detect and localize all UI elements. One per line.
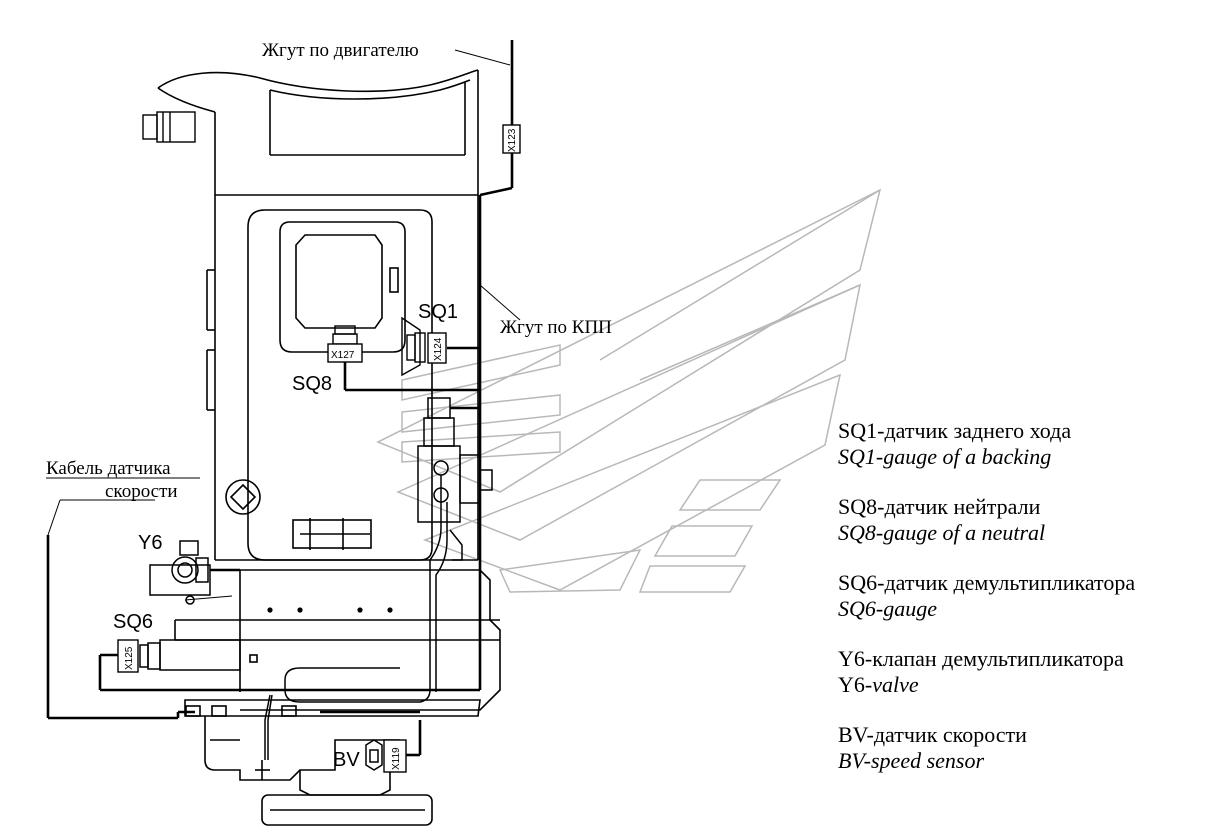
legend: SQ1-датчик заднего хода SQ1-gauge of a b… bbox=[838, 418, 1223, 798]
sq6-sensor bbox=[139, 639, 241, 671]
speed-cable-label-line1: Кабель датчика bbox=[46, 458, 171, 479]
sq1-sensor bbox=[401, 316, 426, 377]
legend-sq1-ru: SQ1-датчик заднего хода bbox=[838, 418, 1072, 443]
bv-sensor bbox=[365, 739, 383, 771]
engine-plug bbox=[142, 111, 196, 143]
sq1-label: SQ1 bbox=[418, 301, 458, 323]
sq8-label: SQ8 bbox=[292, 373, 332, 395]
speed-cable-label-line2: скорости bbox=[105, 481, 178, 502]
connector-x119: X119 bbox=[383, 739, 407, 773]
legend-item-bv: BV-датчик скорости BV-speed sensor bbox=[838, 722, 1223, 774]
gearbox-harness-label: Жгут по КПП bbox=[500, 317, 612, 338]
legend-item-sq1: SQ1-датчик заднего хода SQ1-gauge of a b… bbox=[838, 418, 1223, 470]
svg-text:X123: X123 bbox=[507, 128, 518, 152]
leader-lines bbox=[46, 49, 521, 601]
svg-text:X124: X124 bbox=[433, 337, 444, 361]
connector-x125: X125 bbox=[117, 639, 139, 673]
harness-wires bbox=[46, 40, 514, 757]
svg-text:X125: X125 bbox=[124, 646, 135, 670]
svg-text:X127: X127 bbox=[331, 350, 355, 361]
legend-y6-en: valve bbox=[872, 672, 919, 697]
legend-item-y6: Y6-клапан демультипликатора Y6-valve bbox=[838, 646, 1223, 698]
legend-bv-ru: BV-датчик скорости bbox=[838, 722, 1027, 747]
engine-top bbox=[157, 69, 479, 196]
legend-bv-en: BV-speed sensor bbox=[838, 748, 985, 773]
legend-sq6-ru: SQ6-датчик демультипликатора bbox=[838, 570, 1136, 595]
valve-assembly bbox=[264, 397, 493, 760]
connector-x123: X123 bbox=[502, 124, 521, 154]
legend-sq6-en: SQ6-gauge bbox=[838, 596, 937, 621]
legend-sq8-ru: SQ8-датчик нейтрали bbox=[838, 494, 1041, 519]
gearbox-lower bbox=[174, 569, 501, 826]
sq6-label: SQ6 bbox=[113, 611, 153, 633]
legend-item-sq8: SQ8-датчик нейтрали SQ8-gauge of a neutr… bbox=[838, 494, 1223, 546]
legend-sq8-en: SQ8-gauge of a neutral bbox=[838, 520, 1046, 545]
connector-x127: X127 bbox=[327, 343, 363, 363]
gearbox-housing bbox=[206, 195, 479, 561]
connector-x124: X124 bbox=[427, 332, 447, 364]
y6-label: Y6 bbox=[138, 532, 162, 554]
legend-item-sq6: SQ6-датчик демультипликатора SQ6-gauge bbox=[838, 570, 1223, 622]
bv-label: BV bbox=[333, 749, 360, 771]
y6-valve bbox=[149, 540, 211, 605]
legend-y6-ru: Y6-клапан демультипликатора bbox=[838, 646, 1124, 671]
legend-sq1-en: SQ1-gauge of a backing bbox=[838, 444, 1052, 469]
svg-text:X119: X119 bbox=[391, 747, 402, 770]
engine-harness-label: Жгут по двигателю bbox=[262, 40, 419, 61]
legend-y6-en-line: Y6-valve bbox=[838, 672, 1223, 698]
legend-y6-en-prefix: Y6- bbox=[838, 672, 873, 697]
